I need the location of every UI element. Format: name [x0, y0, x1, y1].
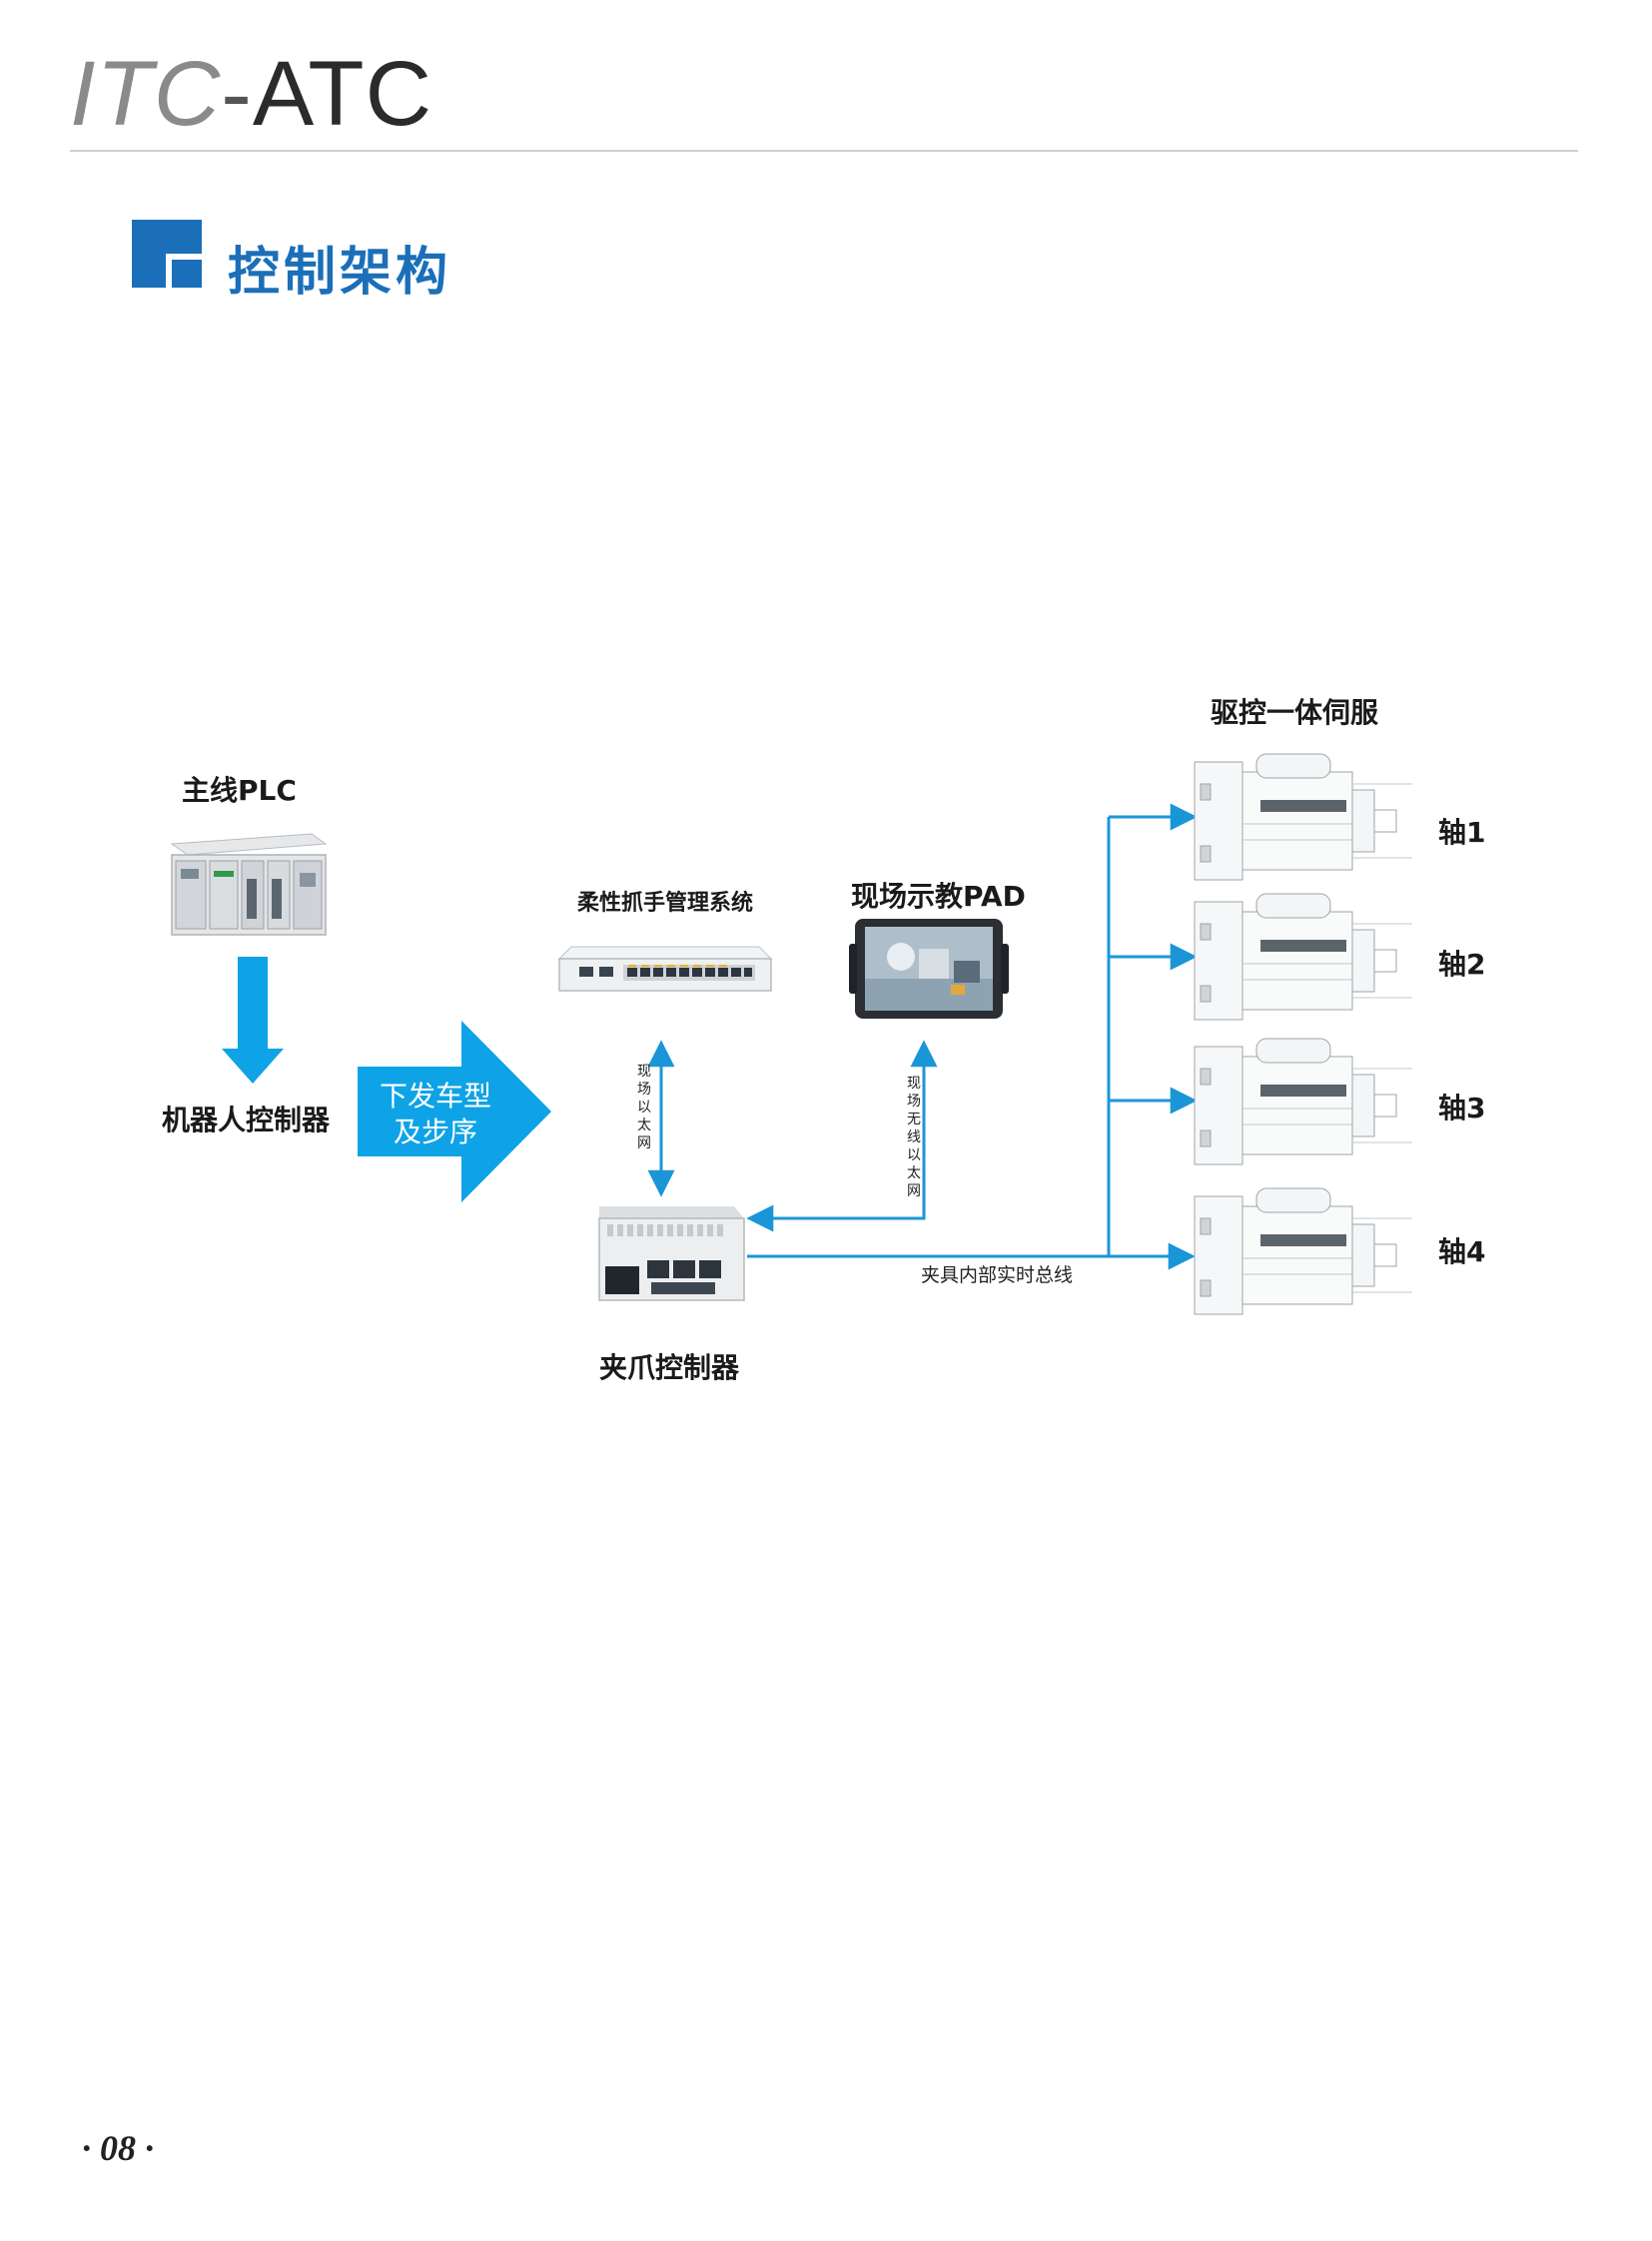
robot-controller-label: 机器人控制器 [162, 1104, 331, 1136]
servo-drive-3 [1194, 1038, 1412, 1165]
plc-label: 主线PLC [182, 774, 297, 807]
plc-device-image [170, 833, 328, 936]
section-icon [132, 220, 202, 288]
axis-1-label: 轴1 [1438, 816, 1486, 849]
gripper-controller-image [598, 1206, 745, 1301]
plc-down-arrow [222, 957, 284, 1084]
teach-pad-label: 现场示教PAD [851, 880, 1026, 913]
big-arrow-line1: 下发车型 [379, 1080, 491, 1113]
header-divider [70, 150, 1578, 152]
management-system-label: 柔性抓手管理系统 [577, 891, 754, 916]
brand-itc: ITC [70, 43, 222, 145]
servo-drive-4 [1194, 1187, 1412, 1315]
axis-4-label: 轴4 [1438, 1235, 1486, 1268]
bus-label: 夹具内部实时总线 [921, 1264, 1074, 1286]
section-title: 控制架构 [228, 243, 452, 303]
axis-3-label: 轴3 [1438, 1092, 1486, 1124]
big-arrow-line2: 及步序 [393, 1116, 477, 1148]
servo-group-label: 驱控一体伺服 [1211, 696, 1379, 729]
wireless-link [746, 1040, 938, 1232]
servo-drive-1 [1194, 753, 1412, 881]
wireless-label: 现场无线以太网 [907, 1076, 921, 1199]
teach-pad-image [849, 919, 1009, 1019]
gripper-controller-label: 夹爪控制器 [599, 1351, 740, 1384]
page-number: · 08 · [82, 2128, 154, 2168]
big-arrow-text: 下发车型 及步序 [366, 1079, 505, 1150]
brand-dash: - [221, 43, 253, 145]
management-system-image [557, 946, 773, 992]
brand-logo: ITC-ATC [70, 48, 432, 140]
servo-drive-2 [1194, 893, 1412, 1021]
brand-atc: ATC [252, 43, 433, 145]
axis-2-label: 轴2 [1438, 948, 1486, 981]
ethernet-label: 现场以太网 [637, 1064, 651, 1151]
big-right-arrow [358, 1021, 551, 1202]
